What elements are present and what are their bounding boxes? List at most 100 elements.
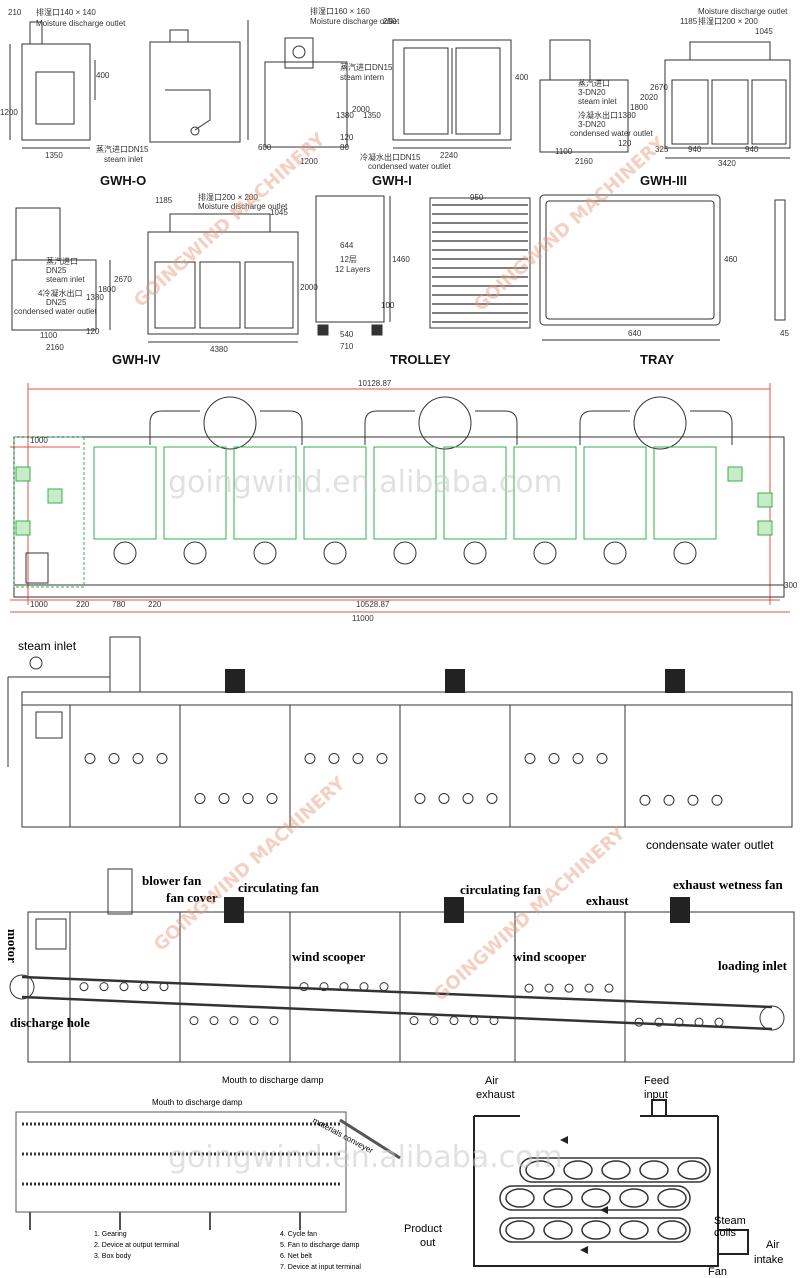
fan-duct-right: [690, 410, 733, 445]
trolley-caption: TROLLEY: [390, 352, 451, 367]
drying-chamber: [373, 446, 437, 540]
gwh-iv-d1800: 1800: [98, 285, 116, 294]
gwh-iii-moisture-cn: 排湿口200 × 200: [698, 16, 758, 26]
gwh-o-body: [21, 43, 91, 141]
belt-coil: [409, 1016, 419, 1026]
belt-coil: [159, 982, 169, 992]
drying-chamber: [303, 446, 367, 540]
belt-coil: [429, 1016, 439, 1026]
wind-scooper-2-label: wind scooper: [513, 949, 587, 964]
gwh-iii-d1045: 1045: [755, 27, 773, 36]
heating-coil: [462, 792, 474, 804]
mouth-top-label: Mouth to discharge damp: [222, 1075, 324, 1085]
belt-coil: [79, 982, 89, 992]
chamber-wheel: [463, 541, 487, 565]
gwh-iii-d2670: 2670: [650, 83, 668, 92]
gwh-iii-steam-sub: 3-DN20: [578, 88, 606, 97]
mesh-legend-item: 1. Gearing: [94, 1231, 127, 1238]
gwh-iv-moisture-en: Moisture discharge outlet: [198, 202, 288, 211]
gwh-o-caption: GWH-O: [100, 173, 146, 188]
belt-coil: [584, 983, 594, 993]
gwh-iii-cond-sub: 3-DN20: [578, 120, 606, 129]
belt-roller: [677, 1160, 707, 1180]
circulating-fan-housing: [633, 396, 687, 450]
fan-duct-left: [149, 410, 200, 445]
belt-roller: [543, 1220, 573, 1240]
fan-motor-b: [47, 488, 63, 504]
mesh-legend-item: 7. Device at input terminal: [280, 1264, 361, 1271]
gwh-iv-d2000: 2000: [300, 283, 318, 292]
belt-roller: [657, 1188, 687, 1208]
belt-fan-motor: [224, 897, 244, 923]
drying-chamber: [93, 446, 157, 540]
belt-coil: [209, 1016, 219, 1026]
belt-dryer-svg: blower fan fan cover circulating fan cir…: [5, 868, 795, 1063]
gwh-iii-d325: 325: [655, 145, 669, 154]
overall-dimension-lines: [10, 383, 790, 613]
product-out-label-1: Product: [404, 1223, 442, 1235]
belt-roller: [639, 1160, 669, 1180]
heating-coil: [352, 752, 364, 764]
circulating-fan-housing: [418, 396, 472, 450]
heating-coil: [486, 792, 498, 804]
gwh-iv-cond-en: condensed water outlet: [14, 307, 98, 316]
gwh-iii-cond-cn: 冷凝水出口: [578, 110, 618, 120]
heating-coil: [304, 752, 316, 764]
belt-blower-icon: [35, 918, 67, 950]
gwh-iv-d1100: 1100: [40, 331, 58, 340]
gwh-o-d1200: 1200: [0, 108, 18, 117]
gwh-i-steam-en: steam intern: [340, 73, 384, 82]
belt-coil: [604, 983, 614, 993]
gwh-i-moisture-cn: 排湿口160 × 160: [310, 6, 370, 16]
heating-coil: [663, 794, 675, 806]
gwh-iii-d1380: 1380: [618, 111, 636, 120]
heating-coil: [596, 752, 608, 764]
gwh-o-d400: 400: [96, 71, 110, 80]
steam-coils-label-2: coils: [714, 1227, 737, 1239]
belt-roller: [619, 1220, 649, 1240]
belt-coil: [564, 983, 574, 993]
belt-roller: [525, 1160, 555, 1180]
gwh-i-d250: 250: [383, 17, 397, 26]
gwh-iii-d940a: 940: [688, 145, 702, 154]
flow-arrow: [560, 1136, 568, 1144]
trolley-d540: 540: [340, 330, 354, 339]
gwh-iv-d1045: 1045: [270, 208, 288, 217]
gwh-iv-d1185: 1185: [155, 196, 173, 205]
heating-coil: [639, 794, 651, 806]
drying-chamber: [163, 446, 227, 540]
gwh-o-steam-cn: 蒸汽进口DN15: [96, 144, 149, 154]
air-intake-label-2: intake: [754, 1254, 783, 1266]
gwh-iii-d2160: 2160: [575, 157, 593, 166]
gwh-iii-d1185: 1185: [680, 17, 698, 26]
dim-780: 780: [112, 600, 126, 609]
belt-lower: [21, 995, 773, 1031]
gwh-iv-d120: 120: [86, 327, 100, 336]
gwh-iii-d120: 120: [618, 139, 632, 148]
gwh-iv-moisture-cn: 排湿口200 × 200: [198, 192, 258, 202]
fan-duct-right: [475, 410, 518, 445]
heating-coil: [266, 792, 278, 804]
piping-svg: steam inlet condensate water outlet: [7, 636, 793, 852]
belt-coil: [544, 983, 554, 993]
heating-coil: [132, 752, 144, 764]
flow-belt: [499, 1217, 691, 1243]
belt-roller: [581, 1188, 611, 1208]
gwh-o-d1350: 1350: [45, 151, 63, 160]
heating-coil: [572, 752, 584, 764]
gwh-iii-d1800: 1800: [630, 103, 648, 112]
loading-inlet-label: loading inlet: [718, 958, 788, 973]
gwh-iv-d4380: 4380: [210, 345, 228, 354]
steam-coils-label-1: Steam: [714, 1215, 746, 1227]
fan-motor-e: [757, 492, 773, 508]
tail-roller: [759, 1005, 785, 1031]
mesh-legend-item: 2. Device at output terminal: [94, 1242, 180, 1249]
flow-box: [473, 1099, 749, 1267]
gwh-i-cond-en: condensed water outlet: [368, 162, 452, 171]
gwh-iii-moisture-en: Moisture discharge outlet: [698, 7, 788, 16]
belt-dryer-panel: blower fan fan cover circulating fan cir…: [0, 857, 800, 1070]
fan-motor: [225, 669, 245, 693]
bottom-panel: Mouth to discharge damp Mouth to dischar…: [0, 1070, 800, 1278]
chamber-wheel: [253, 541, 277, 565]
